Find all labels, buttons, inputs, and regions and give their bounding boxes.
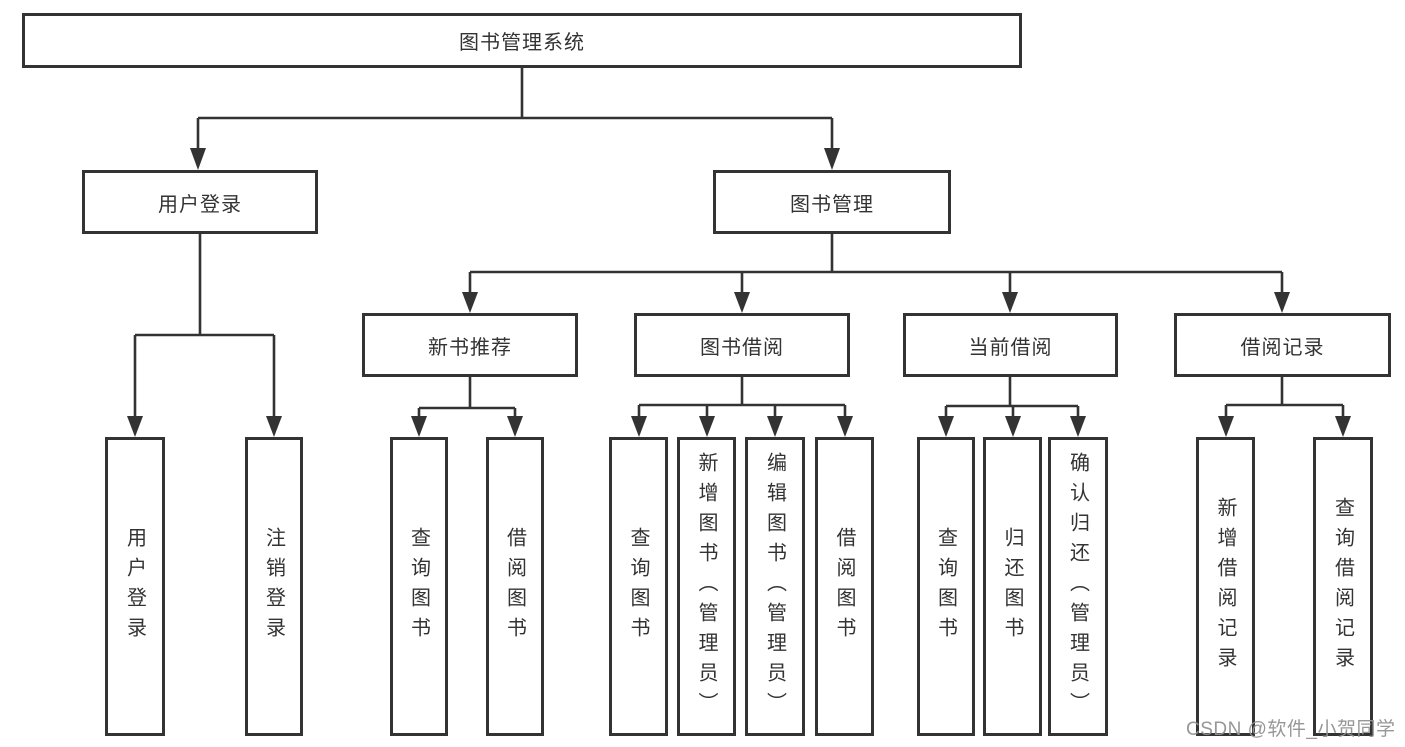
arrowheads	[127, 148, 1351, 437]
leaf-borrow-add-book-admin-label: 新增图书（管理员）	[695, 451, 717, 722]
connector-bookborrow-to-leaves	[637, 377, 847, 416]
watermark: CSDN @软件_小贺同学	[1186, 719, 1396, 740]
leaf-record-query: 查询借阅记录	[1313, 437, 1373, 736]
node-book-borrow-label: 图书借阅	[700, 336, 784, 359]
node-new-book-recommend: 新书推荐	[362, 313, 578, 377]
connector-newbook-to-leaves	[417, 377, 517, 416]
leaf-newbook-borrow-book: 借阅图书	[486, 437, 544, 736]
connector-borrowrecord-to-leaves	[1224, 377, 1345, 416]
node-user-login: 用户登录	[82, 170, 318, 234]
leaf-newbook-query-book-label: 查询图书	[407, 526, 430, 647]
node-book-borrow: 图书借阅	[634, 313, 850, 377]
leaf-borrow-borrow-book: 借阅图书	[815, 437, 874, 736]
leaf-borrow-edit-book-admin-label: 编辑图书（管理员）	[763, 451, 786, 722]
node-current-borrow-label: 当前借阅	[968, 336, 1053, 359]
node-new-book-recommend-label: 新书推荐	[428, 336, 512, 359]
leaf-newbook-query-book: 查询图书	[390, 437, 448, 736]
leaf-logout: 注销登录	[245, 437, 303, 736]
leaf-current-return-book-label: 归还图书	[1001, 526, 1023, 647]
leaf-current-confirm-return-admin: 确认归还（管理员）	[1048, 437, 1108, 736]
connector-bookmgmt-to-level3	[468, 234, 1284, 292]
connector-currentborrow-to-leaves	[944, 377, 1080, 416]
node-root: 图书管理系统	[22, 13, 1022, 68]
leaf-current-return-book: 归还图书	[983, 437, 1042, 736]
leaf-user-login-label: 用户登录	[123, 526, 146, 647]
leaf-record-add: 新增借阅记录	[1196, 437, 1255, 736]
node-root-label: 图书管理系统	[459, 32, 585, 54]
leaf-borrow-add-book-admin: 新增图书（管理员）	[677, 437, 736, 736]
connector-userlogin-to-leaves	[133, 234, 276, 416]
leaf-current-query-book: 查询图书	[917, 437, 975, 736]
leaf-current-query-book-label: 查询图书	[934, 526, 957, 647]
node-current-borrow: 当前借阅	[903, 313, 1118, 377]
leaf-record-add-label: 新增借阅记录	[1214, 496, 1236, 677]
node-book-management: 图书管理	[713, 170, 951, 234]
leaf-current-confirm-return-admin-label: 确认归还（管理员）	[1066, 451, 1089, 722]
leaf-logout-label: 注销登录	[262, 526, 285, 647]
node-user-login-label: 用户登录	[158, 193, 242, 216]
node-borrow-record-label: 借阅记录	[1240, 336, 1325, 359]
connector-root-to-level2	[196, 68, 834, 148]
leaf-borrow-borrow-book-label: 借阅图书	[833, 526, 855, 647]
leaf-record-query-label: 查询借阅记录	[1331, 496, 1354, 677]
leaf-borrow-query-book: 查询图书	[609, 437, 668, 736]
leaf-borrow-query-book-label: 查询图书	[627, 526, 649, 647]
node-book-management-label: 图书管理	[790, 193, 874, 216]
leaf-newbook-borrow-book-label: 借阅图书	[503, 526, 526, 647]
leaf-user-login: 用户登录	[105, 437, 165, 736]
node-borrow-record: 借阅记录	[1174, 313, 1391, 377]
leaf-borrow-edit-book-admin: 编辑图书（管理员）	[745, 437, 805, 736]
